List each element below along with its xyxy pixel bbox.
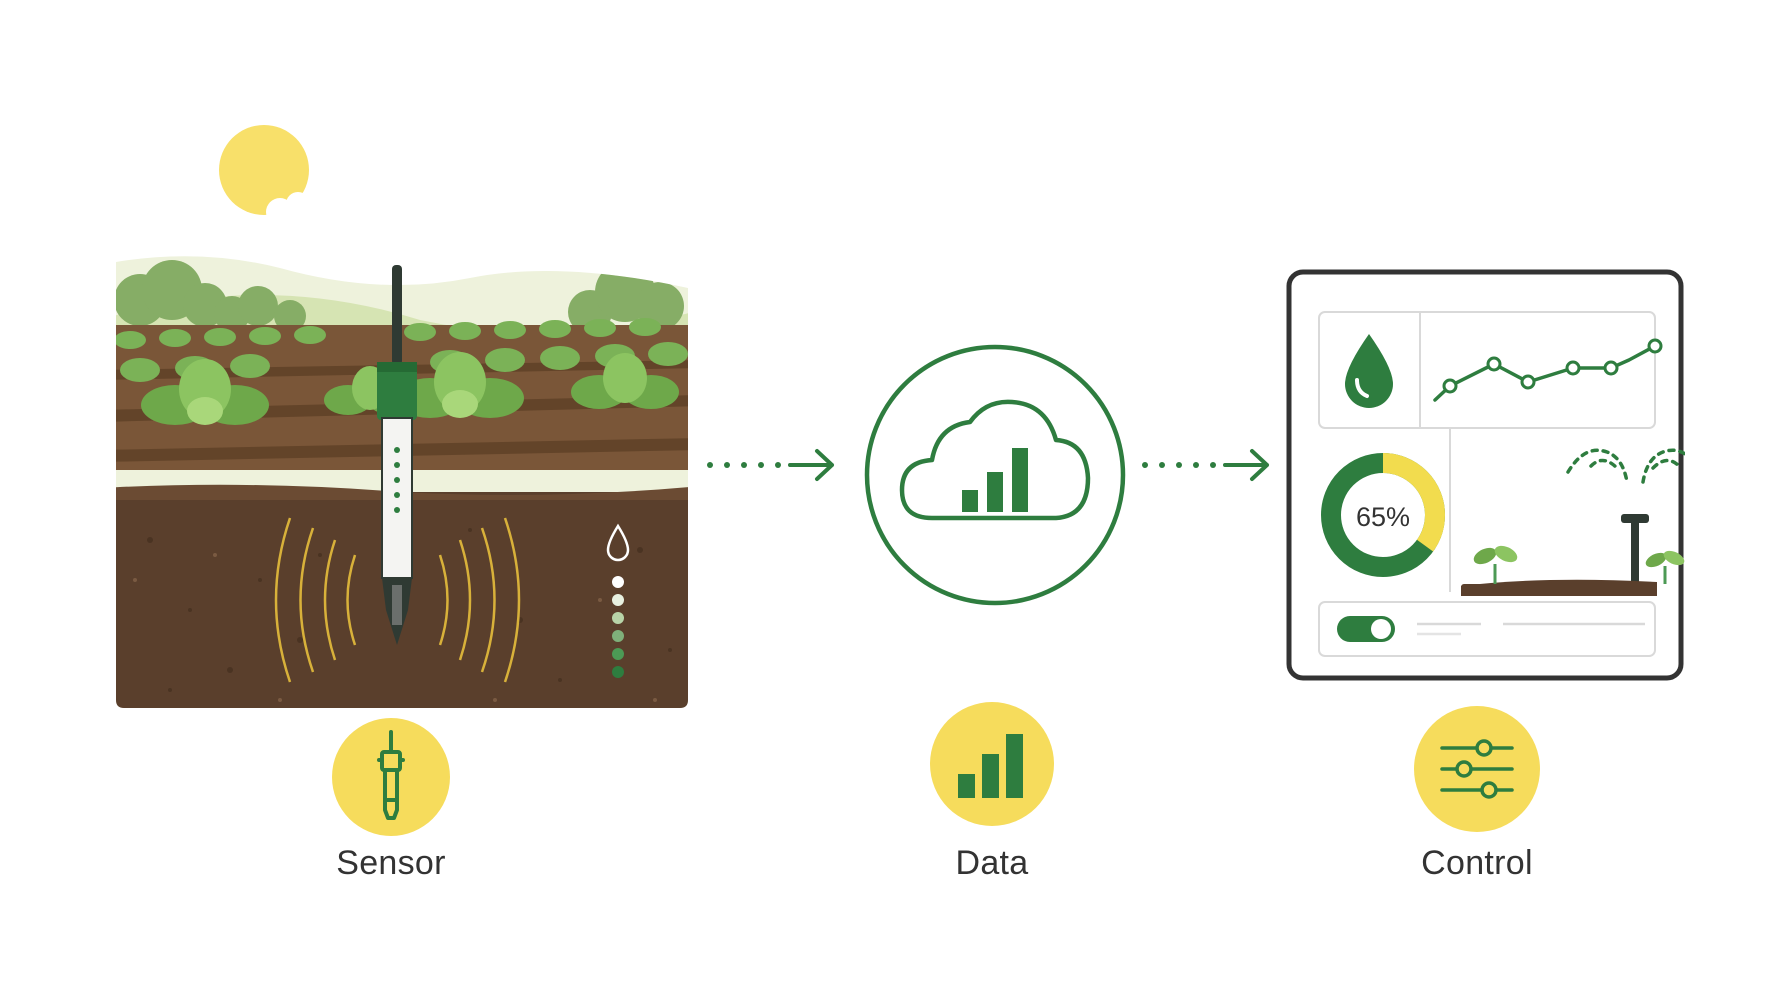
- arrow-right-icon: [1223, 449, 1269, 481]
- step-label-control: Control: [1421, 844, 1533, 882]
- lettuce-plant-icon: [141, 352, 679, 425]
- soil-sensor-probe: [377, 265, 417, 645]
- moisture-gauge: [1321, 453, 1445, 577]
- control-step-badge: [1414, 706, 1540, 832]
- cloud-data-node: [860, 340, 1130, 610]
- step-label-data: Data: [955, 844, 1029, 882]
- sensor-field-scene: [0, 100, 700, 720]
- moisture-level-indicator: [606, 523, 630, 678]
- bar-chart-icon: [958, 734, 1023, 798]
- step-label-sensor: Sensor: [336, 844, 446, 882]
- sliders-icon: [1440, 739, 1514, 799]
- line-chart-icon: [1433, 338, 1663, 402]
- bar-chart-icon: [962, 448, 1028, 512]
- signal-waves: [274, 517, 521, 683]
- sensor-probe-icon: [377, 730, 405, 820]
- control-dashboard: 65%: [1285, 268, 1685, 682]
- gauge-value: 65%: [1356, 502, 1410, 532]
- sensor-step-badge: [332, 718, 450, 836]
- water-drop-icon: [1345, 334, 1393, 408]
- flow-arrow-2: [1135, 445, 1275, 485]
- flow-arrow-1: [700, 445, 840, 485]
- arrow-right-icon: [788, 449, 834, 481]
- toggle-switch[interactable]: [1337, 616, 1395, 642]
- cloud-icon: [899, 399, 1091, 521]
- data-step-badge: [930, 702, 1054, 826]
- sun-icon: [219, 125, 310, 226]
- sprinkler-irrigation-icon: [1461, 448, 1685, 596]
